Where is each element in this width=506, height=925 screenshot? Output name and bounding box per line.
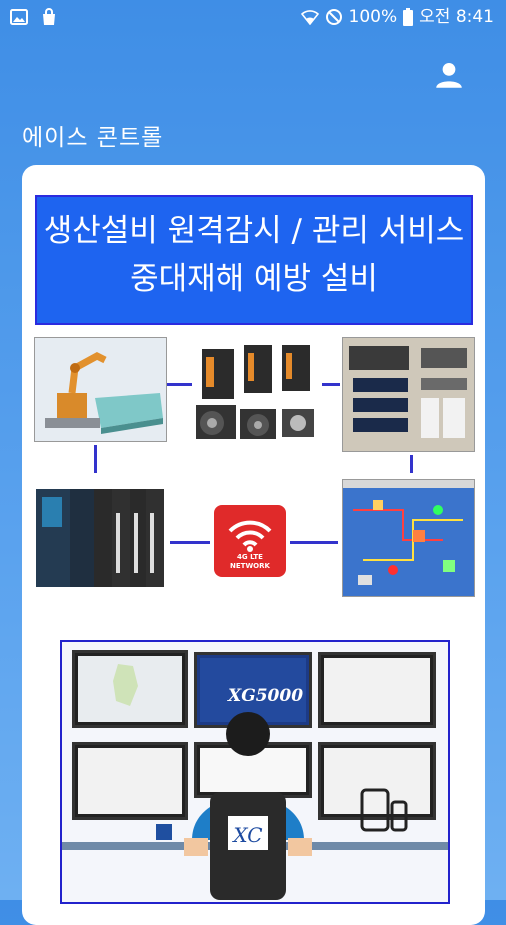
scada-screen-image (342, 479, 475, 597)
servo-motor-image (192, 339, 322, 445)
plc-module-image (34, 483, 166, 591)
monitor-ladder (318, 652, 436, 728)
clock: 오전 8:41 (419, 7, 494, 27)
xc-logo-text: XC (231, 823, 262, 847)
service-banner: 생산설비 원격감시 / 관리 서비스 중대재해 예방 설비 (35, 195, 473, 325)
connector-line (410, 455, 413, 473)
monitor-devices (318, 742, 436, 820)
connector-line (322, 383, 340, 386)
app-header: 에이스 콘트롤 (0, 36, 506, 160)
operator-figure: XC (62, 712, 448, 900)
connector-line (170, 541, 210, 544)
xg5000-label: XG5000 (228, 686, 304, 706)
connector-line (290, 541, 338, 544)
battery-icon (403, 8, 414, 26)
wifi-signal-icon (228, 520, 272, 552)
do-not-disturb-icon (325, 9, 342, 25)
lte-network-badge: 4G LTE NETWORK (214, 505, 286, 577)
battery-percentage: 100% (348, 7, 398, 27)
connector-line (94, 445, 97, 473)
control-panel-image (342, 337, 475, 452)
content-card: 생산설비 원격감시 / 관리 서비스 중대재해 예방 설비 (22, 165, 485, 925)
shopping-bag-notification-icon (43, 8, 55, 25)
wifi-icon (300, 10, 319, 25)
monitor-map (72, 650, 188, 728)
lte-label: 4G LTE (237, 553, 263, 561)
app-title: 에이스 콘트롤 (22, 125, 164, 151)
banner-line-2: 중대재해 예방 설비 (130, 261, 378, 297)
connector-line (166, 383, 198, 386)
monitoring-center-illustration: XG5000 XC (60, 640, 450, 904)
monitor-data-table (72, 742, 188, 820)
gallery-notification-icon (10, 9, 28, 25)
network-label: NETWORK (230, 562, 270, 570)
monitor-xg5000: XG5000 (194, 652, 312, 728)
status-bar: 100% 오전 8:41 (0, 0, 506, 36)
robot-arm-image (34, 337, 167, 442)
banner-line-1: 생산설비 원격감시 / 관리 서비스 (43, 213, 465, 249)
account-icon[interactable] (432, 58, 466, 92)
